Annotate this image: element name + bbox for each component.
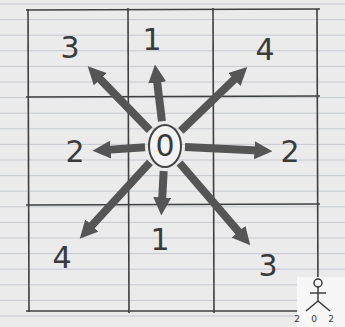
- direction-arrow: [157, 79, 162, 121]
- ruled-line: [0, 206, 345, 207]
- ruled-line: [0, 238, 345, 239]
- cell-number: 2: [272, 127, 308, 177]
- ruled-line: [0, 4, 345, 5]
- direction-arrow: [98, 77, 150, 131]
- ruled-line: [0, 269, 345, 270]
- ruled-line: [0, 175, 345, 176]
- oval: [149, 125, 181, 167]
- figure-patch: [297, 277, 345, 327]
- cell-number: 1: [134, 15, 170, 65]
- cell-number: 3: [250, 241, 286, 291]
- number-text: 3: [60, 31, 80, 65]
- cell-number: 4: [44, 233, 80, 283]
- number-text: 1: [150, 223, 170, 257]
- ruled-line: [0, 82, 345, 83]
- number-text: 0: [155, 129, 175, 163]
- number-text: 4: [255, 33, 275, 67]
- direction-arrow: [162, 171, 164, 201]
- cell-number: 1: [142, 215, 178, 265]
- direction-arrow: [89, 162, 149, 228]
- number-text: 2: [65, 135, 85, 169]
- figure-label: 2: [294, 314, 300, 324]
- ruled-lines: [0, 4, 345, 316]
- ruled-line: [0, 50, 345, 51]
- number-text: 3: [258, 249, 278, 283]
- stick-figure: [306, 279, 330, 311]
- number-text: 2: [280, 135, 300, 169]
- ruled-line: [0, 253, 345, 254]
- ruled-line: [0, 35, 345, 36]
- figure-label: 2: [328, 314, 334, 324]
- direction-arrow: [180, 163, 241, 234]
- ruled-line: [0, 300, 345, 301]
- ruled-line: [0, 66, 345, 67]
- ruled-line: [0, 316, 345, 317]
- number-text: 1: [142, 23, 162, 57]
- direction-arrow: [181, 77, 237, 131]
- ruled-line: [0, 191, 345, 192]
- cell-number: 4: [247, 25, 283, 75]
- ruled-line: [0, 19, 345, 20]
- grid-lines: [26, 8, 320, 313]
- figure-label: 0: [311, 314, 317, 324]
- direction-arrow: [107, 147, 145, 150]
- cell-number: 2: [57, 127, 93, 177]
- cell-number: 3: [52, 23, 88, 73]
- number-text: 4: [52, 241, 72, 275]
- ruled-line: [0, 284, 345, 285]
- direction-arrow: [185, 147, 258, 151]
- center-oval: 0: [148, 124, 182, 168]
- ruled-line: [0, 222, 345, 223]
- ruled-line: [0, 113, 345, 114]
